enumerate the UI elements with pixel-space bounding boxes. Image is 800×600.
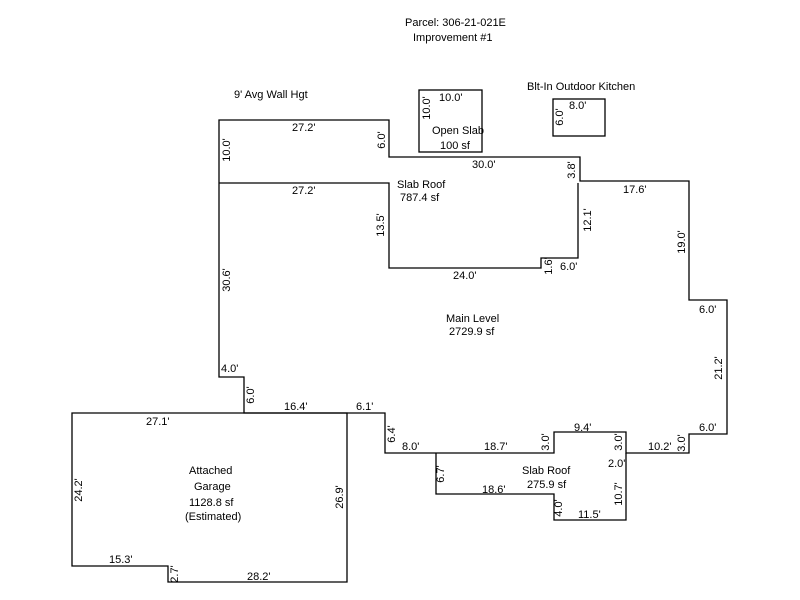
dim-kitchen-width: 8.0' xyxy=(569,100,586,112)
dim-garage-top: 27.1' xyxy=(146,416,170,428)
dim-slab-top-width: 30.0' xyxy=(472,159,496,171)
wall-height-label: 9' Avg Wall Hgt xyxy=(234,89,308,101)
dim-step-down: 6.0' xyxy=(376,131,388,148)
dim-bottom-small: 8.0' xyxy=(402,441,419,453)
slab-roof-lower-outline xyxy=(435,453,627,521)
garage-name-line1: Attached xyxy=(189,465,232,477)
dim-slab-bottom-width: 24.0' xyxy=(453,270,477,282)
dim-open-slab-width: 10.0' xyxy=(439,92,463,104)
dim-left-main-height: 30.6' xyxy=(221,268,233,292)
dim-lower-slab-bottom: 11.5' xyxy=(578,509,601,521)
dim-right-lower-height: 3.0' xyxy=(676,434,688,451)
garage-outline xyxy=(71,412,348,583)
dim-lower-slab-width: 18.6' xyxy=(482,484,506,496)
dim-slab-inner-height: 13.5' xyxy=(375,213,387,237)
dim-lower-slab-side: 3.0' xyxy=(540,433,552,450)
improvement-label: Improvement #1 xyxy=(413,32,492,44)
garage-note: (Estimated) xyxy=(185,511,241,523)
dim-lower-slab-top: 9.4' xyxy=(574,422,591,434)
dim-right-mid-height: 21.2' xyxy=(713,356,725,380)
open-slab-area: 100 sf xyxy=(440,140,471,152)
dim-right-top-width: 17.6' xyxy=(623,184,647,196)
dim-garage-top-right: 6.1' xyxy=(356,401,373,413)
dim-slab-inner-width: 27.2' xyxy=(292,185,316,197)
slab-roof-upper-outline xyxy=(219,182,579,269)
dim-slab-small-width: 6.0' xyxy=(560,261,577,273)
dim-lower-slab-left: 6.7' xyxy=(435,465,447,482)
dim-right-lower-step: 6.0' xyxy=(699,422,716,434)
dim-slab-right-step: 3.8' xyxy=(566,161,578,178)
dim-lower-slab-side-r: 3.0' xyxy=(613,433,625,450)
dim-garage-bottom-left: 15.3' xyxy=(109,554,133,566)
slab-roof-lower-area: 275.9 sf xyxy=(527,479,567,491)
garage-area: 1128.8 sf xyxy=(189,497,234,509)
dim-garage-bottom-step: 2.7' xyxy=(169,565,181,582)
dim-bottom-step: 6.4' xyxy=(386,425,398,442)
dim-left-notch-height: 6.0' xyxy=(245,386,257,403)
outdoor-kitchen-outline xyxy=(552,98,606,137)
open-slab-outline xyxy=(418,89,483,153)
slab-roof-upper-name: Slab Roof xyxy=(397,179,446,191)
dim-kitchen-height: 6.0' xyxy=(554,108,566,125)
dim-lower-slab-step: 2.0' xyxy=(608,458,625,470)
dim-right-step-width: 6.0' xyxy=(699,304,716,316)
dim-right-upper-height: 19.0' xyxy=(676,230,688,254)
dim-left-upper-height: 10.0' xyxy=(221,138,233,162)
dim-slab-small-step: 1.6' xyxy=(543,257,555,274)
outdoor-kitchen-name: Blt-In Outdoor Kitchen xyxy=(527,81,635,93)
dim-bottom-right-width: 10.2' xyxy=(648,441,672,453)
slab-roof-upper-area: 787.4 sf xyxy=(400,192,440,204)
dim-lower-slab-right: 10.7' xyxy=(613,482,625,506)
dim-garage-top-mid: 16.4' xyxy=(284,401,308,413)
dim-garage-left: 24.2' xyxy=(73,478,85,502)
dim-left-notch-width: 4.0' xyxy=(221,363,238,375)
dim-slab-right-height: 12.1' xyxy=(582,208,594,232)
dim-lower-slab-small: 4.0' xyxy=(553,499,565,516)
main-level-area: 2729.9 sf xyxy=(449,326,495,338)
dim-bottom-width: 18.7' xyxy=(484,441,508,453)
dim-top-left-width: 27.2' xyxy=(292,122,316,134)
garage-name-line2: Garage xyxy=(194,481,231,493)
main-level-name: Main Level xyxy=(446,313,499,325)
dim-garage-right: 26.9' xyxy=(334,485,346,509)
dim-garage-bottom-right: 28.2' xyxy=(247,571,271,583)
parcel-label: Parcel: 306-21-021E xyxy=(405,17,506,29)
open-slab-name: Open Slab xyxy=(432,125,484,137)
slab-roof-lower-name: Slab Roof xyxy=(522,465,571,477)
dim-open-slab-height: 10.0' xyxy=(421,96,433,120)
